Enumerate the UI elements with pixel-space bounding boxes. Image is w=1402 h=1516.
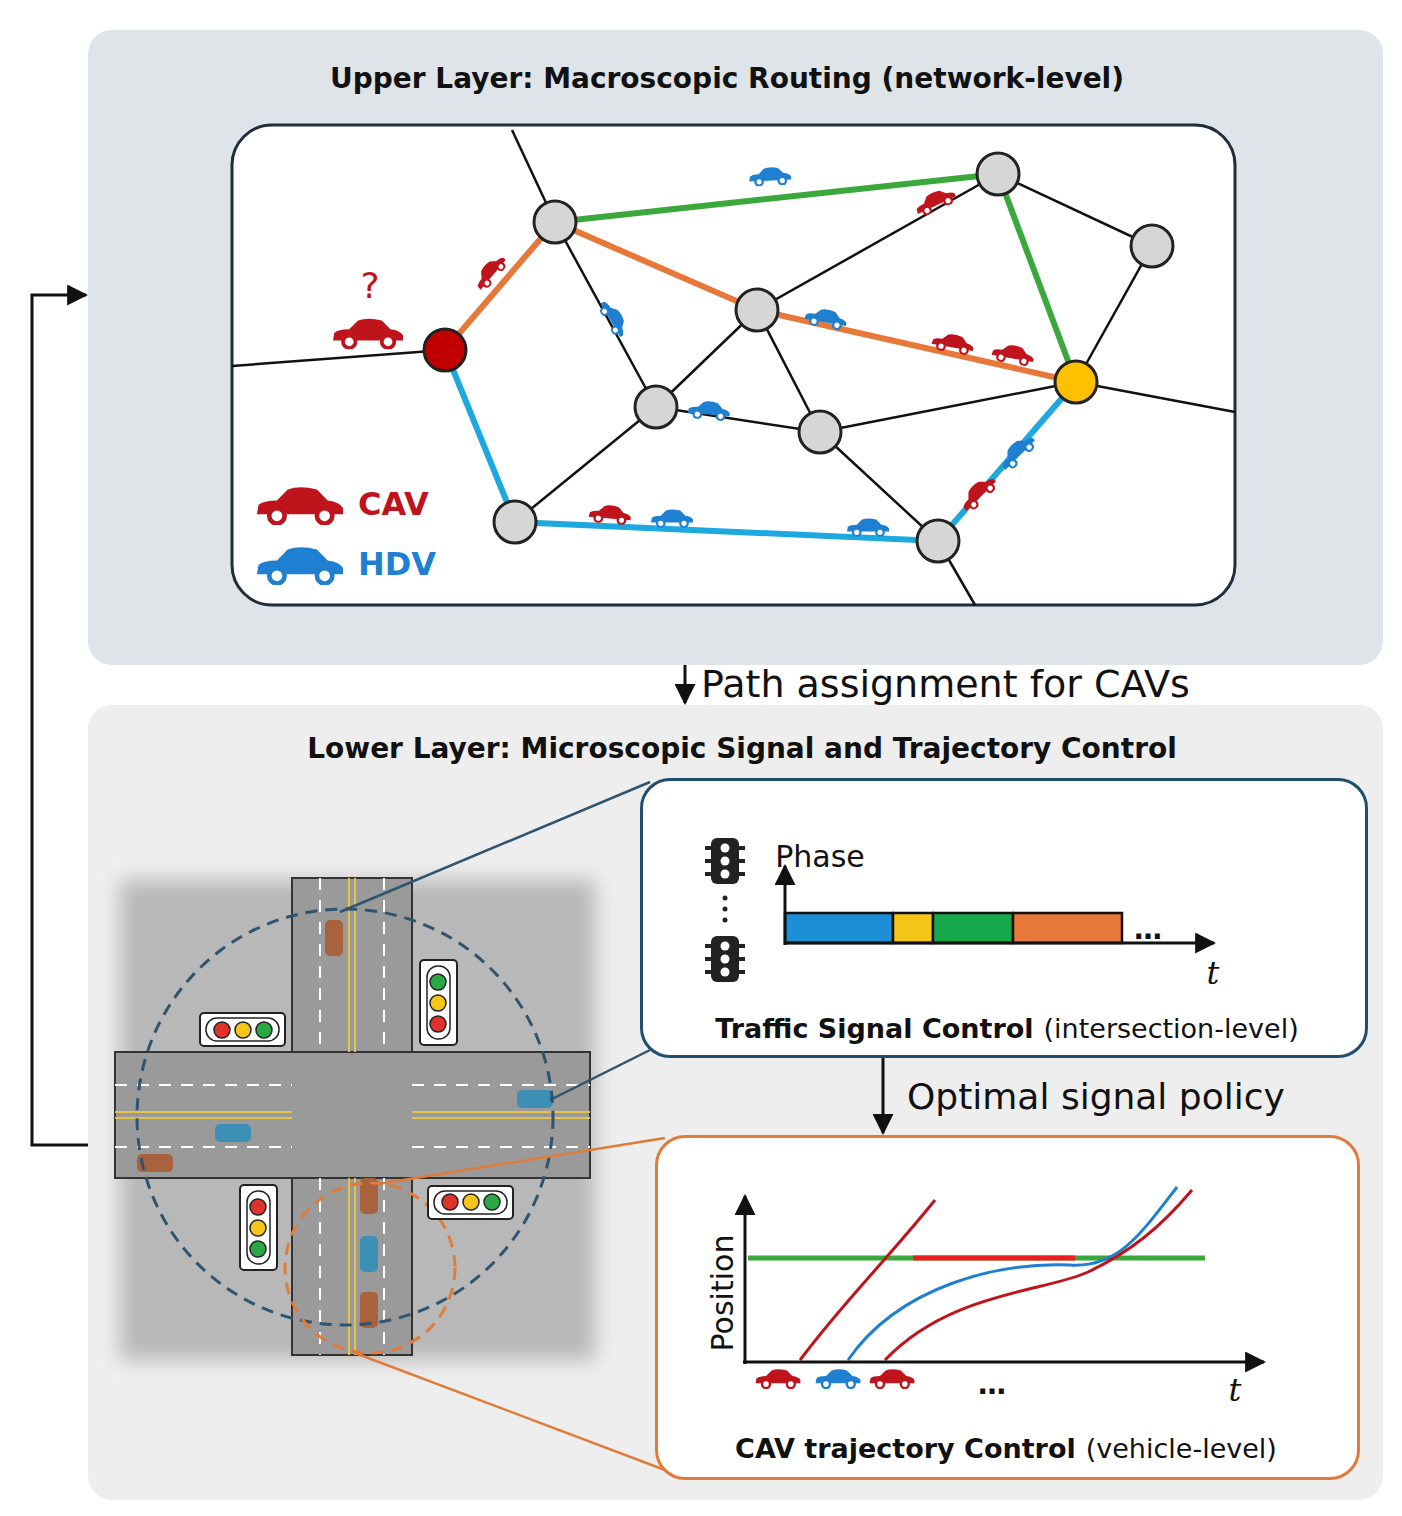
ellipsis: …	[978, 1368, 1006, 1401]
network-nodes	[424, 153, 1173, 562]
arrow-label: Optimal signal policy	[907, 1075, 1285, 1116]
box-title-main: CAV trajectory Control	[735, 1433, 1076, 1464]
panel-title: Upper Layer: Macroscopic Routing (networ…	[330, 62, 1124, 95]
signal-control-box: Phase t … Traffic Signal Control (intersecti…	[640, 778, 1368, 1058]
box-title-main: Traffic Signal Control	[715, 1013, 1033, 1044]
legend-text: CAV	[358, 485, 429, 523]
trajectory-control-box: Position t … CAV trajectory Control (vehicle…	[655, 1135, 1360, 1480]
network-cars	[333, 166, 1038, 536]
lower-panel	[88, 705, 1383, 1500]
axis-label: Phase	[775, 839, 865, 874]
car-swatch	[250, 485, 350, 525]
box-title: CAV trajectory Control (vehicle-level)	[735, 1433, 1277, 1464]
box-title-scope: (vehicle-level)	[1086, 1433, 1277, 1464]
chart-art	[655, 1135, 1360, 1480]
axis-label: Position	[705, 1235, 740, 1352]
box-title-scope: (intersection-level)	[1044, 1013, 1299, 1044]
flow-arrow	[32, 295, 88, 1145]
green-path	[555, 174, 1076, 382]
ellipsis: …	[1134, 913, 1162, 946]
phase-chart	[705, 838, 1214, 982]
network-frame	[232, 125, 1235, 605]
car-swatch	[250, 545, 350, 585]
flow-arrow	[882, 1058, 885, 1133]
flow-arrow	[684, 665, 687, 703]
legend-text: HDV	[358, 545, 436, 583]
blue-path	[445, 350, 1076, 541]
orange-path	[445, 222, 1076, 382]
box-title: Traffic Signal Control (intersection-leve…	[715, 1013, 1298, 1044]
upper-panel	[88, 30, 1383, 665]
network-links	[232, 130, 1235, 605]
axis-label: t	[1229, 1371, 1242, 1409]
panel-title: Lower Layer: Microscopic Signal and Traj…	[307, 732, 1177, 765]
intersection	[115, 782, 665, 1470]
trajectory-chart	[743, 1187, 1264, 1388]
arrow-label: Path assignment for CAVs	[701, 662, 1190, 706]
question-mark: ?	[360, 265, 379, 306]
axis-label: t	[1207, 954, 1220, 992]
